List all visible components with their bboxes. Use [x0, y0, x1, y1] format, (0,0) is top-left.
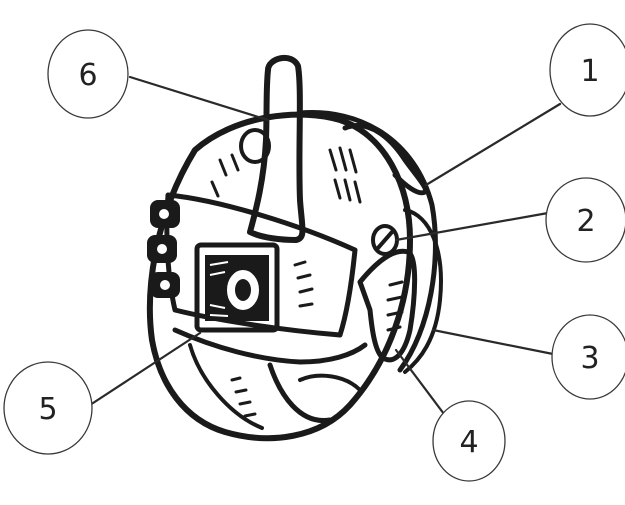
- callout-4: 4: [433, 401, 505, 481]
- callout-6: 6: [48, 30, 128, 118]
- side-tabs: [147, 200, 180, 298]
- leader-5: [90, 333, 200, 405]
- bobbin-window: [197, 245, 277, 330]
- callout-5-label: 5: [38, 392, 57, 427]
- callout-5: 5: [4, 362, 92, 454]
- tension-screw: [373, 226, 397, 254]
- bobbin-case-illustration: [147, 58, 441, 438]
- callout-4-label: 4: [459, 425, 478, 460]
- callout-3: 3: [552, 315, 625, 399]
- callout-3-label: 3: [580, 341, 599, 376]
- callout-1: 1: [550, 24, 625, 116]
- leader-3: [433, 330, 553, 354]
- leader-1: [426, 104, 560, 185]
- callout-2: 2: [546, 178, 625, 262]
- callout-2-label: 2: [576, 204, 595, 239]
- callout-1-label: 1: [580, 54, 599, 89]
- leader-6: [130, 77, 268, 120]
- leader-4: [396, 350, 450, 422]
- callout-6-label: 6: [78, 58, 97, 93]
